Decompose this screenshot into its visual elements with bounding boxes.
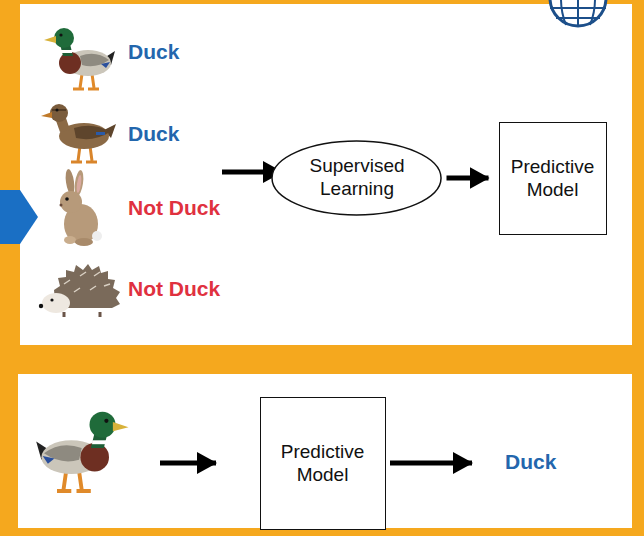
rabbit-picture [60, 204, 63, 207]
rabbit-picture [92, 231, 102, 241]
blue-pointer [0, 190, 38, 244]
box-text: Supervised Learning [301, 155, 413, 201]
female-duck-picture [74, 126, 110, 139]
rabbit-picture [60, 191, 82, 213]
female-duck-picture [41, 112, 52, 118]
process-ellipse: Supervised Learning [271, 140, 442, 216]
globe-logo [550, 0, 606, 26]
hedgehog-picture [39, 304, 43, 308]
model-box: Predictive Model [499, 122, 607, 235]
prediction-label: Duck [505, 450, 556, 474]
female-duck-picture [71, 161, 97, 164]
top-panel [20, 4, 632, 345]
rabbit-picture [60, 169, 103, 246]
hedgehog-picture [64, 272, 110, 292]
hedgehog-picture [39, 264, 120, 317]
rabbit-picture [64, 236, 76, 244]
globe-logo [550, 0, 606, 26]
flow-arrow [447, 176, 489, 181]
rabbit-picture [76, 175, 82, 193]
mallard-duck-picture [44, 28, 115, 89]
female-duck-picture [96, 132, 105, 135]
class-label: Not Duck [128, 196, 220, 220]
output-arrow [390, 461, 472, 466]
class-label: Duck [128, 40, 179, 64]
class-label: Not Duck [128, 277, 220, 301]
hedgehog-picture [50, 298, 53, 301]
hedgehog-picture [64, 312, 100, 317]
box-text: Predictive Model [507, 156, 599, 202]
female-duck-picture [50, 104, 68, 122]
female-duck-picture [52, 109, 66, 111]
query-duck-picture [36, 412, 128, 491]
rabbit-picture [65, 197, 69, 201]
rabbit-picture [75, 238, 93, 246]
input-arrow [160, 461, 216, 466]
box-text: Predictive Model [268, 441, 378, 487]
female-duck-picture [56, 109, 59, 112]
globe-logo [550, 0, 606, 26]
class-label: Duck [128, 122, 179, 146]
model-box: Predictive Model [260, 397, 386, 530]
female-duck-picture [41, 104, 116, 162]
ellipse-outline [272, 141, 441, 215]
